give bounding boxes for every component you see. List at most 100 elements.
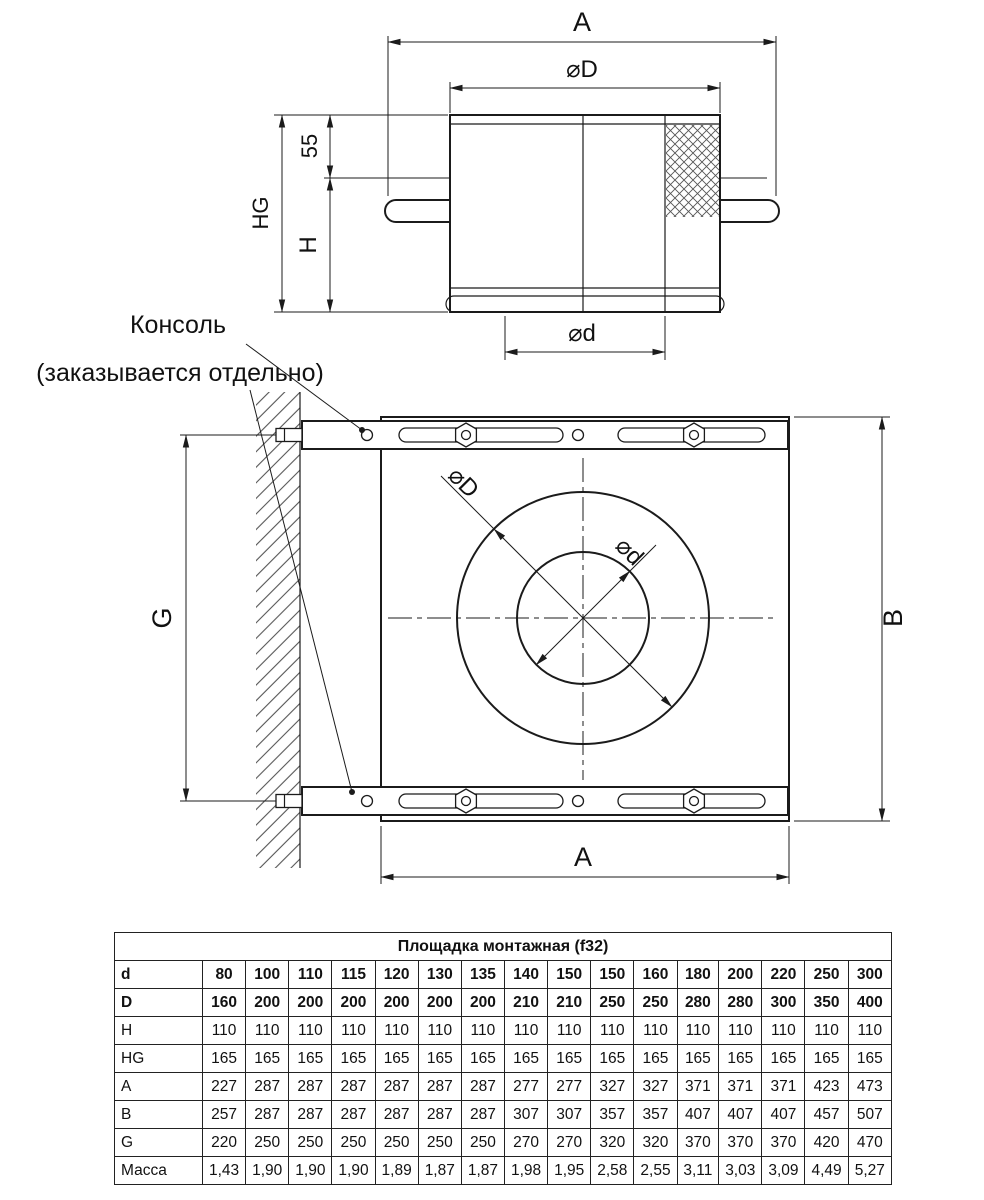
value-cell: 307: [503, 1100, 549, 1129]
leader-dot-bottom: [349, 789, 355, 795]
row-label: d: [114, 960, 203, 989]
value-cell: 110: [547, 1016, 592, 1045]
value-cell: 371: [676, 1072, 720, 1101]
value-cell: 250: [804, 960, 849, 989]
dim-label-H: H: [295, 236, 322, 253]
row-label: A: [114, 1072, 203, 1101]
value-cell: 3,11: [676, 1156, 720, 1185]
leader-dot-top: [359, 427, 365, 433]
value-cell: 370: [676, 1128, 720, 1157]
table-title-row: Площадка монтажная (f32): [114, 932, 892, 961]
value-cell: 287: [374, 1072, 419, 1101]
table-title: Площадка монтажная (f32): [114, 932, 892, 961]
value-cell: 110: [245, 1016, 290, 1045]
value-cell: 1,43: [201, 1156, 247, 1185]
row-label: B: [114, 1100, 203, 1129]
value-cell: 165: [201, 1044, 247, 1073]
value-cell: 110: [201, 1016, 247, 1045]
value-cell: 270: [547, 1128, 592, 1157]
value-cell: 250: [417, 1128, 462, 1157]
value-cell: 287: [374, 1100, 419, 1129]
wall-hatch: [256, 392, 300, 868]
value-cell: 1,90: [245, 1156, 290, 1185]
value-cell: 320: [590, 1128, 635, 1157]
value-cell: 3,09: [761, 1156, 806, 1185]
value-cell: 200: [374, 988, 419, 1017]
value-cell: 140: [503, 960, 549, 989]
console-callout: Консоль (заказывается отдельно): [36, 311, 365, 795]
value-cell: 110: [288, 1016, 333, 1045]
side-view: A ⌀D HG 55 H ⌀d: [248, 7, 780, 360]
value-cell: 160: [201, 988, 247, 1017]
value-cell: 110: [460, 1016, 505, 1045]
value-cell: 165: [804, 1044, 849, 1073]
value-cell: 287: [460, 1072, 505, 1101]
value-cell: 507: [847, 1100, 893, 1129]
value-cell: 3,03: [718, 1156, 763, 1185]
insulation-mesh: [666, 125, 719, 217]
value-cell: 250: [374, 1128, 419, 1157]
value-cell: 5,27: [847, 1156, 893, 1185]
value-cell: 287: [417, 1072, 462, 1101]
value-cell: 165: [417, 1044, 462, 1073]
value-cell: 470: [847, 1128, 893, 1157]
value-cell: 100: [245, 960, 290, 989]
value-cell: 250: [331, 1128, 376, 1157]
value-cell: 280: [718, 988, 763, 1017]
value-cell: 250: [245, 1128, 290, 1157]
value-cell: 165: [718, 1044, 763, 1073]
value-cell: 165: [547, 1044, 592, 1073]
value-cell: 1,90: [288, 1156, 333, 1185]
value-cell: 250: [460, 1128, 505, 1157]
inner-hole-circle: [516, 551, 650, 685]
value-cell: 400: [847, 988, 893, 1017]
plan-dim-G: G: [147, 434, 276, 802]
value-cell: 1,98: [503, 1156, 549, 1185]
value-cell: 320: [633, 1128, 678, 1157]
value-cell: 165: [374, 1044, 419, 1073]
dim-label-55: 55: [297, 134, 322, 158]
value-cell: 420: [804, 1128, 849, 1157]
value-cell: 200: [460, 988, 505, 1017]
console-label-line2: (заказывается отдельно): [36, 359, 324, 387]
dim-label-HG: HG: [248, 197, 273, 230]
side-dims-left: HG 55 H: [248, 114, 448, 313]
technical-drawing: A ⌀D HG 55 H ⌀d: [36, 7, 908, 884]
value-cell: 1,87: [460, 1156, 505, 1185]
value-cell: 110: [374, 1016, 419, 1045]
value-cell: 165: [245, 1044, 290, 1073]
side-dim-A: A: [387, 7, 777, 196]
value-cell: 160: [633, 960, 678, 989]
value-cell: 407: [718, 1100, 763, 1129]
value-cell: 115: [331, 960, 376, 989]
value-cell: 220: [201, 1128, 247, 1157]
side-pipe-body: [445, 114, 725, 313]
leader-line-top: [245, 343, 363, 431]
value-cell: 357: [633, 1100, 678, 1129]
value-cell: 370: [761, 1128, 806, 1157]
value-cell: 165: [847, 1044, 893, 1073]
plan-view: ⌀D ⌀d G B A: [36, 311, 908, 884]
value-cell: 287: [331, 1072, 376, 1101]
value-cell: 423: [804, 1072, 849, 1101]
value-cell: 1,89: [374, 1156, 419, 1185]
value-cell: 110: [288, 960, 333, 989]
row-label: Масса: [114, 1156, 203, 1185]
value-cell: 357: [590, 1100, 635, 1129]
value-cell: 200: [331, 988, 376, 1017]
value-cell: 1,95: [547, 1156, 592, 1185]
value-cell: 327: [590, 1072, 635, 1101]
value-cell: 280: [676, 988, 720, 1017]
value-cell: 327: [633, 1072, 678, 1101]
value-cell: 4,49: [804, 1156, 849, 1185]
value-cell: 277: [503, 1072, 549, 1101]
dim-label-B: B: [878, 609, 908, 627]
plan-dim-A: A: [380, 826, 790, 884]
